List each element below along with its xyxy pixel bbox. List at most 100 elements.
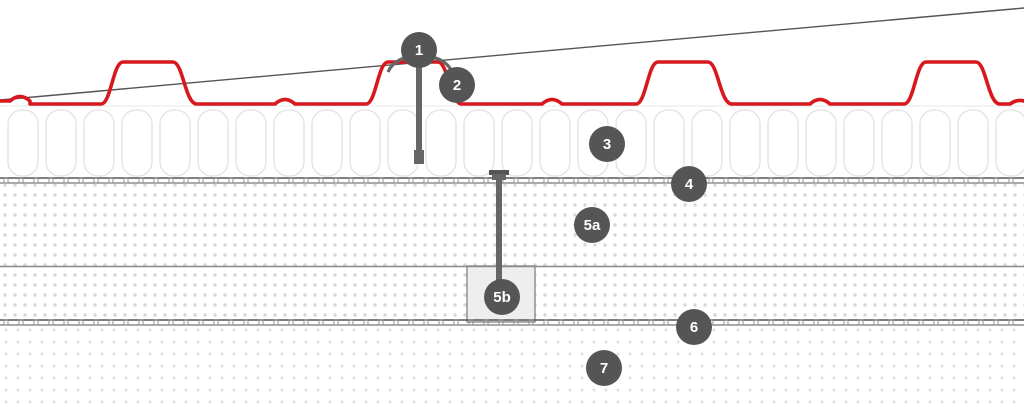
- membrane-tick: [768, 319, 774, 326]
- membrane-tick: [408, 319, 414, 326]
- membrane-tick: [513, 319, 519, 326]
- insulation-roll: [501, 109, 533, 177]
- membrane-tick: [618, 177, 624, 184]
- marker-circle: [401, 32, 437, 68]
- membrane-tick: [288, 319, 294, 326]
- membrane-tick: [33, 319, 39, 326]
- membrane-tick: [348, 319, 354, 326]
- membrane-tick: [663, 319, 669, 326]
- membrane-tick: [198, 177, 204, 184]
- insulation-roll: [83, 109, 115, 177]
- membrane-tick: [423, 319, 429, 326]
- membrane-tick: [3, 177, 9, 184]
- insulation-roll: [957, 109, 989, 177]
- membrane-tick: [303, 319, 309, 326]
- marker-label: 3: [603, 136, 611, 153]
- marker-circle: [589, 126, 625, 162]
- marker-label: 2: [453, 77, 461, 94]
- marker-2: 2: [439, 67, 475, 103]
- membrane-tick: [783, 177, 789, 184]
- membrane-tick: [753, 319, 759, 326]
- membrane-tick: [963, 177, 969, 184]
- insulation-roll: [805, 109, 837, 177]
- membrane-tick: [108, 319, 114, 326]
- insulation-roll: [197, 109, 229, 177]
- marker-label: 5a: [584, 217, 601, 234]
- membrane-tick: [138, 319, 144, 326]
- membrane-tick: [633, 177, 639, 184]
- membrane-tick: [603, 319, 609, 326]
- membrane-tick: [378, 319, 384, 326]
- marker-1: 1: [401, 32, 437, 68]
- membrane-tick: [363, 319, 369, 326]
- marker-label: 6: [690, 319, 698, 336]
- membrane-tick: [858, 319, 864, 326]
- membrane-tick: [918, 177, 924, 184]
- membrane-tick: [78, 319, 84, 326]
- membrane-tick: [183, 177, 189, 184]
- marker-label: 7: [600, 360, 608, 377]
- membrane-tick: [543, 177, 549, 184]
- membrane-tick: [663, 177, 669, 184]
- insulation-roll: [767, 109, 799, 177]
- membrane-tick: [903, 319, 909, 326]
- membrane-tick: [948, 319, 954, 326]
- marker-circle: [574, 207, 610, 243]
- membrane-tick: [513, 177, 519, 184]
- membrane-tick: [408, 177, 414, 184]
- marker-circle: [586, 350, 622, 386]
- membrane-tick: [453, 319, 459, 326]
- membrane-tick: [588, 319, 594, 326]
- membrane-tick: [483, 319, 489, 326]
- membrane-tick: [498, 319, 504, 326]
- membrane-tick: [573, 177, 579, 184]
- membrane-tick: [618, 319, 624, 326]
- insulation-roll: [7, 109, 39, 177]
- membrane-tick: [858, 177, 864, 184]
- membrane-tick: [48, 319, 54, 326]
- soft-insulation-rolls: [0, 105, 1024, 177]
- membrane-tick: [78, 177, 84, 184]
- insulation-roll: [273, 109, 305, 177]
- insulation-roll: [121, 109, 153, 177]
- membrane-tick: [888, 319, 894, 326]
- membrane-tick: [903, 177, 909, 184]
- membrane-tick: [18, 319, 24, 326]
- marker-circle: [484, 279, 520, 315]
- insulation-roll: [387, 109, 419, 177]
- membrane-tick: [438, 177, 444, 184]
- roof-slope-line: [0, 7, 1024, 101]
- membrane-tick: [528, 319, 534, 326]
- membrane-tick: [603, 177, 609, 184]
- rigid-insulation-upper: [0, 184, 1024, 266]
- membrane-tick: [213, 319, 219, 326]
- membrane-tick: [63, 319, 69, 326]
- insulation-roll: [995, 109, 1024, 177]
- membrane-tick: [963, 319, 969, 326]
- insulation-roll: [539, 109, 571, 177]
- membrane-tick: [258, 177, 264, 184]
- membrane-tick: [318, 319, 324, 326]
- insulation-roll: [653, 109, 685, 177]
- marker-circle: [676, 309, 712, 345]
- membrane-tick: [168, 319, 174, 326]
- membrane-tick: [873, 177, 879, 184]
- insulation-roll: [311, 109, 343, 177]
- membrane-tick: [753, 177, 759, 184]
- membrane-tick: [348, 177, 354, 184]
- membrane-tick: [918, 319, 924, 326]
- insulation-roll: [843, 109, 875, 177]
- membrane-tick: [3, 319, 9, 326]
- membrane-tick: [813, 319, 819, 326]
- membrane-tick: [228, 319, 234, 326]
- membrane-tick: [828, 177, 834, 184]
- membrane-tick: [423, 177, 429, 184]
- membrane-tick: [138, 177, 144, 184]
- insulation-roll: [729, 109, 761, 177]
- insulation-roll: [349, 109, 381, 177]
- membrane-tick: [738, 319, 744, 326]
- membrane-tick: [108, 177, 114, 184]
